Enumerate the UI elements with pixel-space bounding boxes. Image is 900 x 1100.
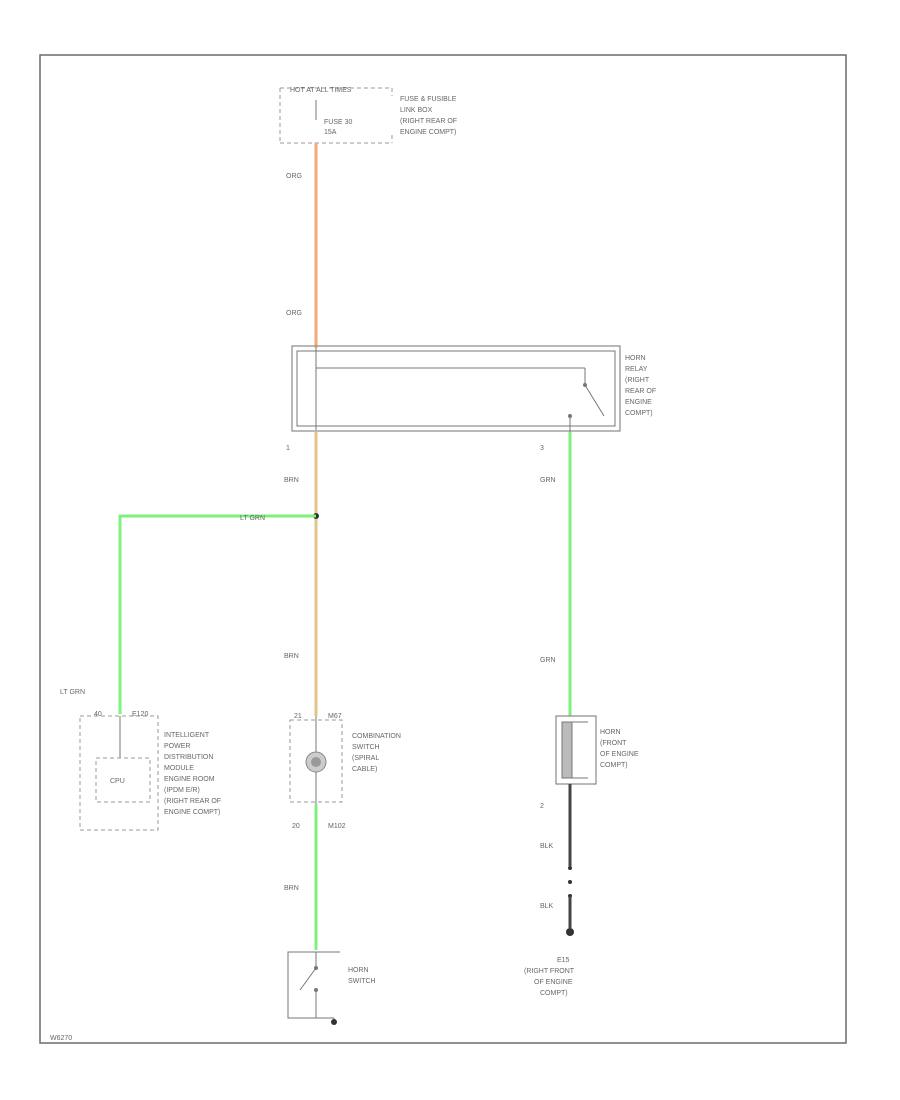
ground-label: E15 (RIGHT FRONT OF ENGINE COMPT) — [524, 949, 579, 997]
wire-label-blk-1: BLK — [540, 843, 554, 850]
horn-icon — [561, 721, 573, 779]
wire-label-grn-1: GRN — [540, 477, 556, 484]
fuse-label: FUSE 30 — [324, 119, 353, 126]
wire-label-ltgrn-1: LT GRN — [240, 515, 265, 522]
fuse-header-label: HOT AT ALL TIMES — [290, 87, 352, 94]
wire-lt-green — [118, 514, 316, 714]
ipdm-connector-id: E120 — [132, 711, 148, 718]
fuse-box: HOT AT ALL TIMES FUSE 30 15A FUSE & FUSI… — [279, 87, 462, 144]
horn-relay: HORN RELAY (RIGHT REAR OF ENGINE COMPT) … — [286, 345, 661, 452]
horn-pin-2: 2 — [540, 803, 544, 810]
wire-label-blk-2: BLK — [540, 903, 554, 910]
ground-icon — [566, 928, 574, 936]
footer-code: W6270 — [50, 1035, 72, 1042]
horn: HORN (FRONT OF ENGINE COMPT) 2 — [540, 715, 643, 810]
ipdm-label: INTELLIGENT POWER DISTRIBUTION MODULE EN… — [164, 724, 226, 816]
ipdm-module: 40 E120 CPU INTELLIGENT POWER DISTRIBUTI… — [79, 711, 226, 831]
wire-label-grn-2: GRN — [540, 657, 556, 664]
horn-switch-ground-icon — [331, 1019, 337, 1025]
combination-switch: 21 M67 COMBINATION SWITCH (SPIRAL CABLE)… — [289, 713, 405, 830]
diagram-frame — [39, 54, 847, 1044]
cpu-label: CPU — [110, 778, 125, 785]
ipdm-connector-pin: 40 — [94, 711, 102, 718]
combo-bottom-id: M102 — [328, 823, 346, 830]
wire-label-org-mid: ORG — [286, 310, 302, 317]
combo-connector-id: M67 — [328, 713, 342, 720]
combination-switch-label: COMBINATION SWITCH (SPIRAL CABLE) — [352, 725, 405, 773]
wire-label-ltgrn-2: LT GRN — [60, 689, 85, 696]
wire-label-brn-2: BRN — [284, 653, 299, 660]
combo-bottom-pin: 20 — [292, 823, 300, 830]
fuse-box-text: FUSE & FUSIBLE LINK BOX (RIGHT REAR OF E… — [400, 88, 462, 136]
horn-label: HORN (FRONT OF ENGINE COMPT) — [600, 721, 643, 769]
combo-connector-pin: 21 — [294, 713, 302, 720]
wire-label-org-top: ORG — [286, 173, 302, 180]
wire-label-brn-1: BRN — [284, 477, 299, 484]
horn-switch: HORN SWITCH — [287, 951, 376, 1025]
fuse-rating: 15A — [324, 129, 337, 136]
wire-label-brn-3: BRN — [284, 885, 299, 892]
relay-pin-3: 3 — [540, 445, 544, 452]
relay-pin-1: 1 — [286, 445, 290, 452]
horn-switch-label: HORN SWITCH — [348, 959, 376, 985]
horn-relay-label: HORN RELAY (RIGHT REAR OF ENGINE COMPT) — [625, 347, 661, 417]
